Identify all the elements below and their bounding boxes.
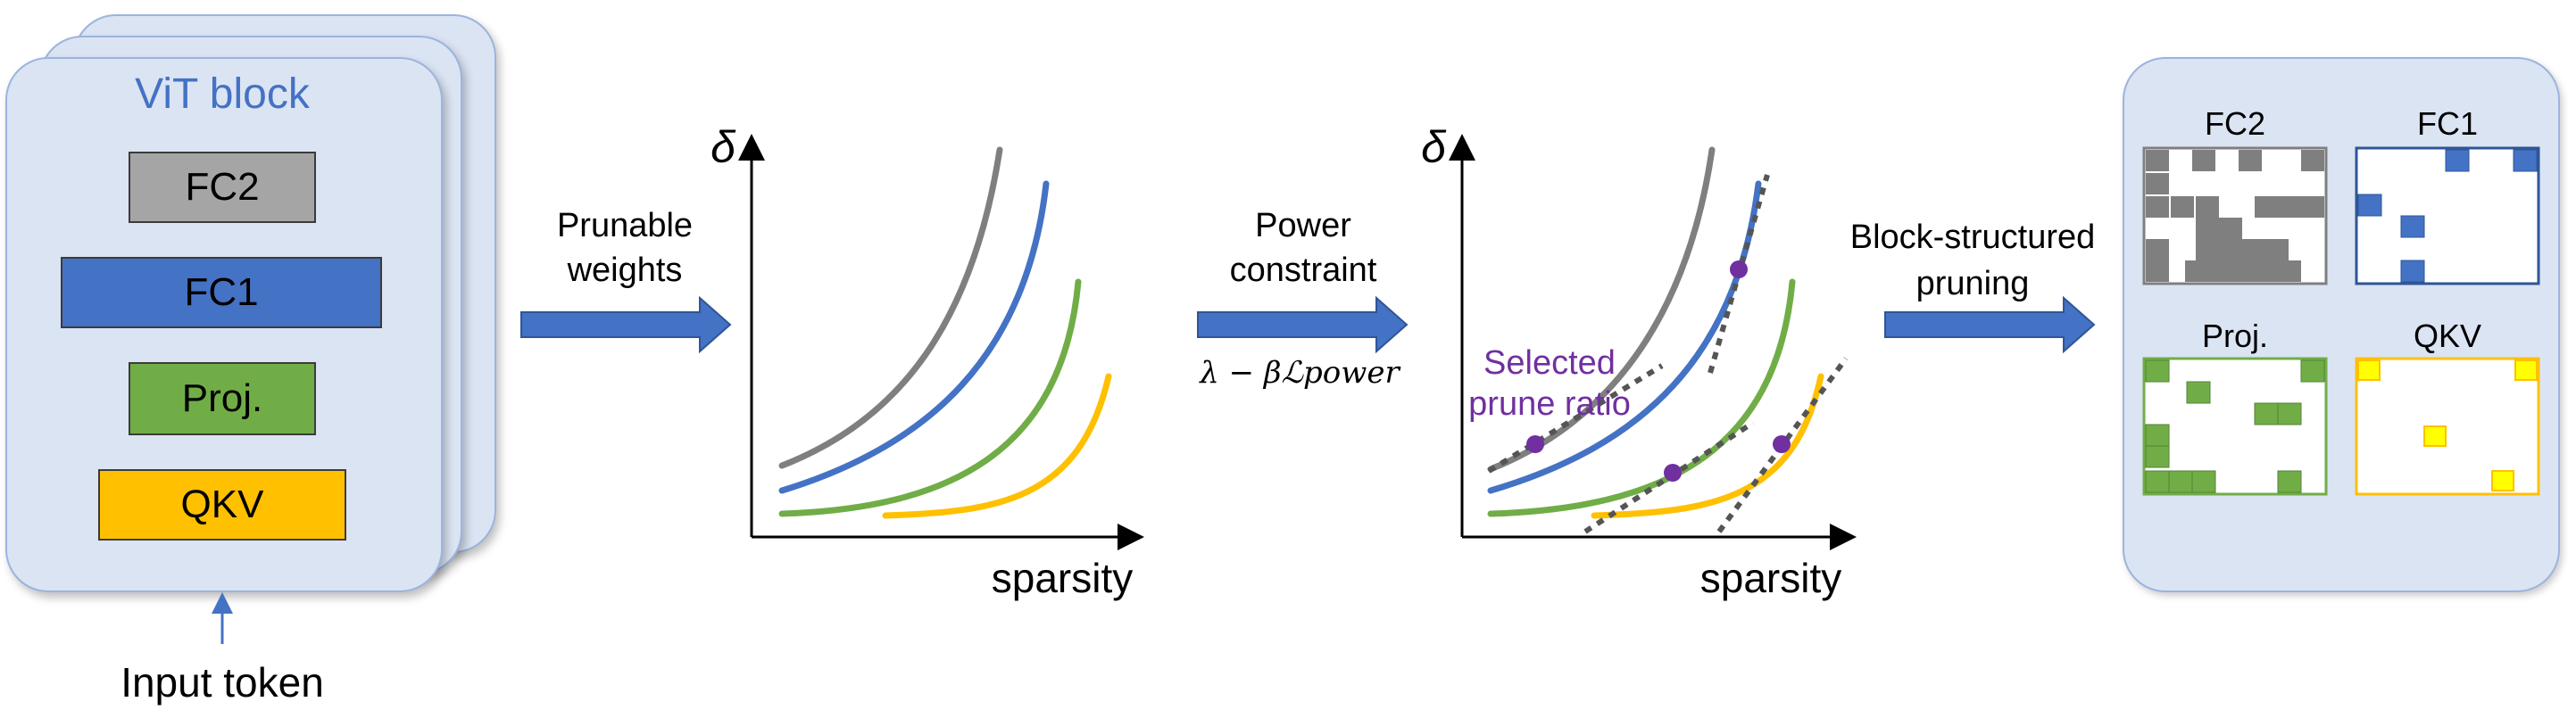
mask-fc2-cell: [2196, 239, 2219, 260]
plot1-curve-fc1: [778, 180, 1050, 494]
plot2-point-proj: [1664, 464, 1682, 482]
mask-fc2-cell: [2196, 218, 2219, 239]
plot1-x-label: sparsity: [992, 555, 1133, 601]
mask-fc2-cell: [2242, 239, 2265, 260]
mask-fc1-cell: [2445, 149, 2470, 172]
mask-fc2-cell: [2171, 196, 2194, 218]
mask-card: [2123, 57, 2560, 592]
proj-block: Proj.: [129, 362, 316, 435]
plot1-curve-fc2: [778, 146, 1003, 469]
mask-fc2-cell: [2278, 196, 2301, 218]
plot1: δ sparsity: [710, 122, 1144, 601]
selected-prune-ratio-annotation: Selected prune ratio: [1468, 344, 1631, 423]
mask-fc1-cell: [2513, 149, 2538, 172]
mask-proj-cell: [2145, 445, 2170, 468]
mask-fc1: [2355, 146, 2540, 285]
plot2-tangent-fc2: [1487, 363, 1664, 474]
input-token-label: Input token: [120, 659, 324, 706]
mask-fc2-cell: [2196, 196, 2219, 218]
mask-fc2-cell: [2146, 150, 2169, 171]
mask-qkv-cell: [2357, 359, 2381, 381]
plot2: δ sparsity: [1421, 122, 1857, 601]
mask-proj-cell: [2254, 402, 2279, 425]
plot2-point-qkv: [1773, 435, 1791, 453]
mask-proj-cell: [2145, 470, 2170, 493]
fc2-block: FC2: [129, 152, 316, 223]
power-constraint-label: Power constraint: [1229, 207, 1377, 289]
arrow-power-constraint: [1197, 295, 1408, 354]
mask-fc1-cell: [2400, 260, 2425, 283]
mask-fc2-cell: [2146, 196, 2169, 218]
mask-proj-cell: [2300, 359, 2325, 383]
mask-qkv-cell: [2491, 470, 2514, 491]
mask-proj-cell: [2277, 470, 2302, 493]
plot2-curve-fc1: [1487, 180, 1762, 494]
mask-title-fc1: FC1: [2416, 105, 2478, 142]
mask-fc2-cell: [2301, 196, 2324, 218]
mask-fc2-cell: [2219, 239, 2242, 260]
vit-block-title: ViT block: [135, 70, 310, 118]
mask-title-proj: Proj.: [2201, 318, 2269, 354]
mask-fc1-cell: [2357, 194, 2382, 217]
qkv-block: QKV: [98, 469, 346, 541]
plot2-x-label: sparsity: [1700, 555, 1841, 601]
mask-fc2: [2142, 146, 2328, 285]
mask-fc2-cell: [2208, 260, 2231, 282]
plot2-point-fc1: [1730, 260, 1748, 278]
mask-fc2-cell: [2185, 260, 2208, 282]
mask-fc2-cell: [2255, 260, 2278, 282]
mask-fc2-cell: [2265, 239, 2289, 260]
mask-fc2-cell: [2219, 218, 2242, 239]
plot1-curve-qkv: [882, 373, 1112, 519]
mask-fc2-cell: [2301, 150, 2324, 171]
prunable-weights-label: Prunable weights: [556, 207, 694, 289]
mask-fc2-cell: [2278, 260, 2301, 282]
mask-proj: [2142, 357, 2328, 496]
plot2-point-fc2: [1526, 435, 1544, 453]
mask-fc2-cell: [2192, 150, 2215, 171]
mask-proj-cell: [2191, 470, 2216, 493]
mask-proj-cell: [2145, 359, 2170, 383]
plot2-y-label: δ: [1421, 122, 1447, 172]
mask-proj-cell: [2168, 470, 2193, 493]
mask-fc2-cell: [2146, 239, 2169, 260]
mask-fc2-cell: [2146, 173, 2169, 194]
arrow-prunable-weights: [520, 295, 732, 354]
power-formula: λ − βℒpower: [1200, 355, 1400, 391]
mask-fc1-cell: [2400, 215, 2425, 238]
mask-fc2-cell: [2239, 150, 2262, 171]
plot1-curve-proj: [778, 278, 1082, 517]
plot2-curve-qkv: [1591, 373, 1824, 519]
mask-fc1-frame: [2355, 146, 2540, 285]
mask-title-qkv: QKV: [2413, 318, 2482, 354]
plot1-y-label: δ: [710, 122, 736, 172]
mask-qkv: [2355, 357, 2540, 496]
mask-qkv-cell: [2514, 359, 2538, 381]
fc1-block: FC1: [61, 257, 382, 328]
mask-proj-cell: [2277, 402, 2302, 425]
mask-fc2-cell: [2231, 260, 2255, 282]
mask-proj-cell: [2186, 381, 2211, 404]
block-pruning-label: Block-structured pruning: [1849, 219, 2096, 302]
arrow-block-pruning: [1884, 295, 2096, 354]
mask-fc2-cell: [2146, 260, 2169, 282]
mask-fc2-cell: [2255, 196, 2278, 218]
mask-title-fc2: FC2: [2204, 105, 2265, 142]
mask-qkv-cell: [2423, 425, 2447, 447]
mask-proj-cell: [2145, 424, 2170, 447]
